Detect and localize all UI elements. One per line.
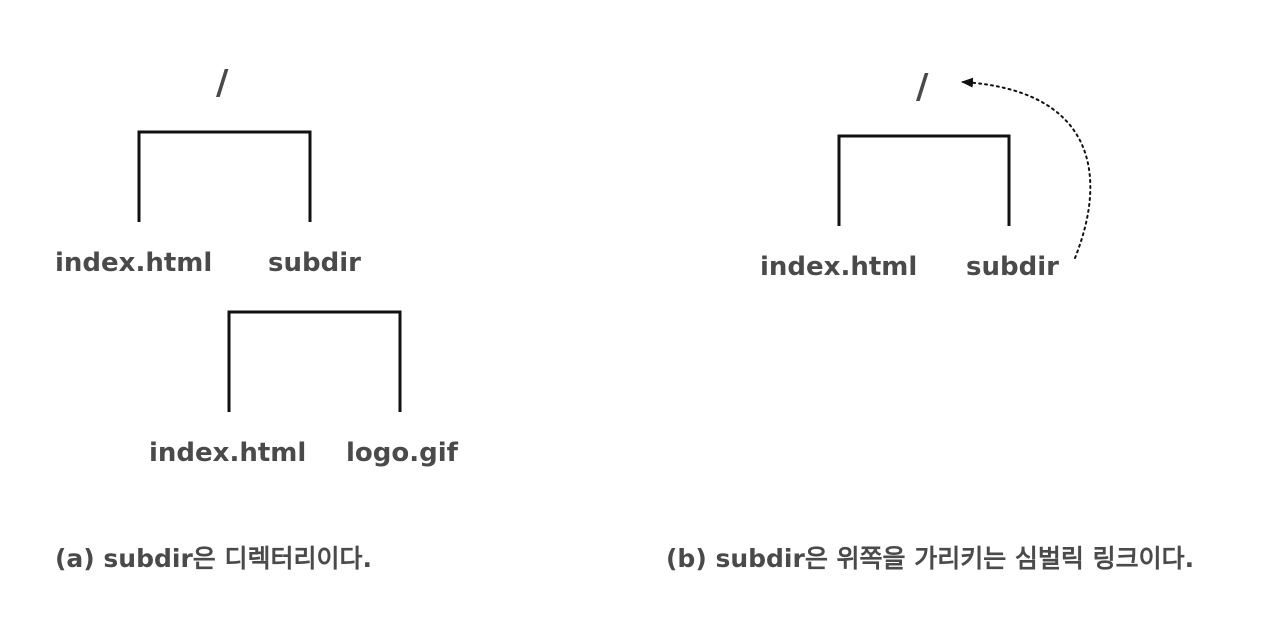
child-dir-label-a: subdir bbox=[268, 248, 361, 278]
caption-a: (a) subdir은 디렉터리이다. bbox=[55, 544, 372, 573]
root-label-b: / bbox=[916, 67, 929, 107]
caption-b: (b) subdir은 위쪽을 가리키는 심벌릭 링크이다. bbox=[666, 544, 1195, 573]
root-bracket-b bbox=[837, 134, 1011, 226]
child-file-label-b: index.html bbox=[760, 252, 918, 282]
root-label-a: / bbox=[216, 63, 229, 103]
subdir-bracket-a bbox=[227, 310, 402, 412]
root-bracket-a bbox=[137, 130, 312, 222]
child-file-label-a: index.html bbox=[55, 248, 213, 278]
symlink-arrow bbox=[961, 77, 1092, 259]
sub-logo-label-a: logo.gif bbox=[346, 438, 458, 468]
child-link-label-b: subdir bbox=[966, 252, 1059, 282]
sub-file-label-a: index.html bbox=[149, 438, 307, 468]
